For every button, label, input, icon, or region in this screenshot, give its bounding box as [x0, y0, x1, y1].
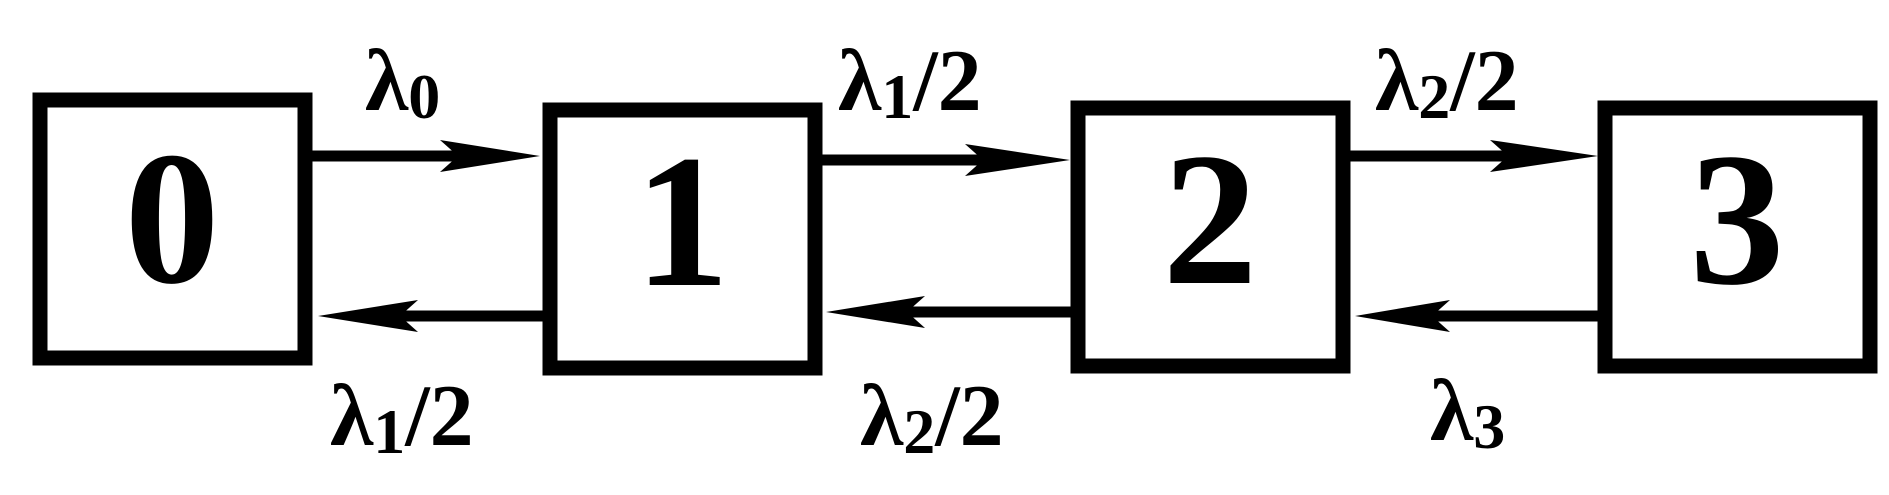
rate-label-1-to-0: λ1/2 — [330, 368, 474, 467]
rate-label-0-to-1: λ0 — [365, 33, 440, 132]
transition-2-to-1 — [826, 296, 1071, 328]
transition-0-to-1 — [312, 140, 540, 172]
transition-2-to-1-arrowhead — [826, 296, 925, 328]
state-3-box — [1597, 100, 1878, 374]
state-1: 1 — [542, 102, 823, 376]
transition-1-to-2 — [822, 144, 1070, 176]
transition-2-to-3-arrowhead — [1490, 140, 1598, 172]
state-1-box — [542, 102, 823, 376]
state-3: 3 — [1597, 100, 1878, 374]
state-0-label: 0 — [125, 114, 220, 324]
state-2: 2 — [1070, 100, 1351, 374]
transition-3-to-2-arrowhead — [1355, 300, 1450, 332]
transition-0-to-1-arrowhead — [440, 140, 540, 172]
state-1-label: 1 — [635, 117, 730, 327]
transition-3-to-2 — [1355, 300, 1598, 332]
rate-label-3-to-2: λ3 — [1430, 363, 1505, 462]
state-3-label: 3 — [1690, 115, 1785, 325]
state-2-label: 2 — [1163, 115, 1258, 325]
transition-2-to-3 — [1350, 140, 1598, 172]
rate-label-2-to-3: λ2/2 — [1375, 33, 1519, 132]
transition-1-to-0 — [318, 300, 543, 332]
state-2-box — [1070, 100, 1351, 374]
rate-label-1-to-2: λ1/2 — [838, 33, 982, 132]
state-0: 0 — [32, 92, 313, 366]
transition-1-to-2-arrowhead — [965, 144, 1070, 176]
transition-1-to-0-arrowhead — [318, 300, 418, 332]
state-0-box — [32, 92, 313, 366]
rate-label-2-to-1: λ2/2 — [860, 368, 1004, 467]
